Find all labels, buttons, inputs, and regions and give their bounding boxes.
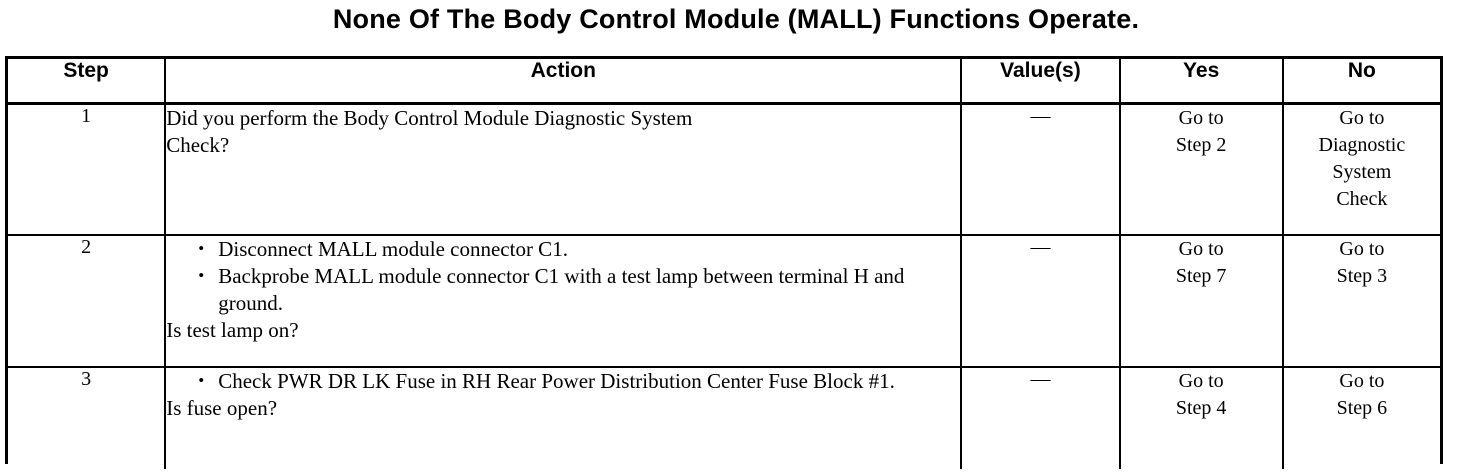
yes-cell: Go to Step 2 — [1118, 102, 1284, 236]
action-question: Is fuse open? — [166, 396, 278, 420]
action-bullet-list: • Disconnect MALL module connector C1. • B… — [166, 236, 960, 317]
action-cell: Did you perform the Body Control Module … — [164, 102, 963, 236]
yes-line: Step 7 — [1175, 265, 1227, 287]
list-item: • Check PWR DR LK Fuse in RH Rear Power D… — [166, 368, 960, 395]
action-bullet-list: • Check PWR DR LK Fuse in RH Rear Power D… — [166, 368, 960, 395]
table-body: 1 Did you perform the Body Control Modul… — [8, 102, 1440, 469]
no-line: System — [1332, 160, 1392, 183]
value-dash: — — [1030, 368, 1051, 390]
no-line: Go to — [1339, 106, 1385, 129]
value-cell: — — [960, 102, 1121, 236]
yes-line: Go to — [1178, 106, 1224, 129]
step-number-cell: 2 — [8, 234, 167, 368]
no-line: Go to — [1339, 238, 1385, 260]
no-line: Check — [1336, 187, 1388, 210]
no-line: Step 6 — [1336, 397, 1388, 419]
action-question: Is test lamp on? — [166, 318, 299, 342]
no-line: Step 3 — [1336, 265, 1388, 287]
bullet-icon: • — [198, 371, 205, 390]
bullet-icon: • — [198, 239, 205, 258]
bullet-icon: • — [198, 266, 205, 285]
column-header-no: No — [1281, 59, 1440, 105]
action-cell: • Disconnect MALL module connector C1. • B… — [164, 234, 963, 368]
yes-cell: Go to Step 7 — [1118, 234, 1284, 368]
yes-cell: Go to Step 4 — [1118, 366, 1284, 469]
table-row: 1 Did you perform the Body Control Modul… — [8, 102, 1440, 236]
step-number-cell: 3 — [8, 366, 167, 469]
column-header-values: Value(s) — [960, 59, 1121, 105]
action-cell: • Check PWR DR LK Fuse in RH Rear Power D… — [164, 366, 963, 469]
step-number-cell: 1 — [8, 102, 167, 236]
no-line: Go to — [1339, 370, 1385, 392]
action-line: Check? — [166, 132, 230, 157]
column-header-yes: Yes — [1118, 59, 1284, 105]
action-line: Did you perform the Body Control Module … — [166, 105, 693, 130]
yes-line: Step 4 — [1175, 397, 1227, 419]
column-header-action: Action — [164, 59, 963, 105]
value-cell: — — [960, 234, 1121, 368]
table-header: Step Action Value(s) Yes No — [8, 59, 1440, 105]
column-header-step: Step — [8, 59, 167, 105]
page-title: None Of The Body Control Module (MALL) F… — [332, 4, 1140, 34]
yes-line: Step 2 — [1175, 133, 1227, 156]
list-item: • Backprobe MALL module connector C1 with… — [166, 263, 960, 317]
bullet-text: Disconnect MALL module connector C1. — [218, 237, 568, 261]
diagnostic-table-wrapper: Step Action Value(s) Yes No 1 Did you pe… — [5, 56, 1443, 469]
value-dash: — — [1030, 104, 1051, 127]
no-cell: Go to Step 3 — [1281, 234, 1440, 368]
value-cell: — — [960, 366, 1121, 469]
no-cell: Go to Step 6 — [1281, 366, 1440, 469]
bullet-text: Backprobe MALL module connector C1 with … — [218, 264, 905, 315]
table-row: 3 • Check PWR DR LK Fuse in RH Rear Power… — [8, 366, 1440, 469]
bullet-text: Check PWR DR LK Fuse in RH Rear Power Di… — [218, 369, 895, 393]
no-cell: Go to Diagnostic System Check — [1281, 102, 1440, 236]
table-header-row: Step Action Value(s) Yes No — [8, 59, 1440, 105]
table-row: 2 • Disconnect MALL module connector C1. … — [8, 234, 1440, 368]
no-line: Diagnostic — [1318, 133, 1406, 156]
yes-line: Go to — [1178, 370, 1224, 392]
value-dash: — — [1030, 236, 1051, 258]
yes-line: Go to — [1178, 238, 1224, 260]
diagnostic-table: Step Action Value(s) Yes No 1 Did you pe… — [8, 59, 1440, 469]
list-item: • Disconnect MALL module connector C1. — [166, 236, 960, 263]
